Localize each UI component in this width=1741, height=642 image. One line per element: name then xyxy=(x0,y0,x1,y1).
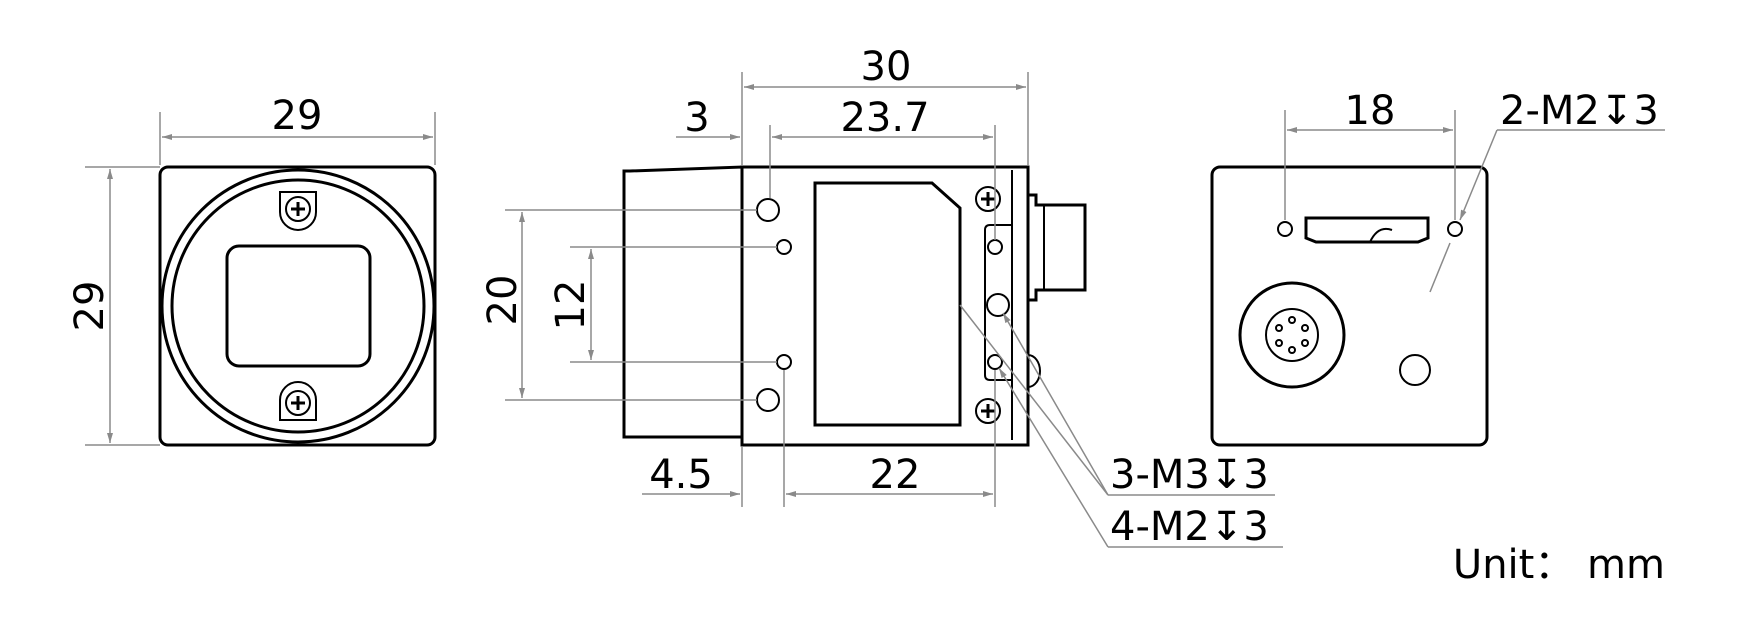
side-m2-callout: 4-M2↧3 xyxy=(1110,504,1269,550)
rear-data-port xyxy=(1304,216,1430,244)
front-view: 29 29 xyxy=(67,93,437,447)
rear-io-connector-outer xyxy=(1238,281,1346,389)
rear-m2-callout: 2-M2↧3 xyxy=(1500,88,1659,134)
side-view: 30 3 23.7 20 12 4.5 22 3-M3↧3 4-M2↧3 xyxy=(480,44,1283,550)
side-hole-span-label: 23.7 xyxy=(840,95,929,141)
side-bottom-offset-label: 4.5 xyxy=(649,452,713,498)
side-bottom-span-label: 22 xyxy=(870,452,921,498)
front-top-screw-icon xyxy=(279,191,317,231)
rear-view: 18 2-M2↧3 xyxy=(1210,88,1665,447)
side-m2-hole-1 xyxy=(776,239,792,255)
front-height-label: 29 xyxy=(67,281,113,332)
side-m2-hole-3 xyxy=(987,239,1003,255)
side-overall-length-label: 30 xyxy=(861,44,912,90)
side-lens-mount xyxy=(622,165,744,439)
rear-hole-span-label: 18 xyxy=(1345,88,1396,134)
front-bottom-screw-icon xyxy=(279,381,317,421)
side-m3-leader xyxy=(1002,312,1109,496)
side-m2-leader xyxy=(998,367,1109,548)
lens-mount-outer-ring xyxy=(160,168,436,444)
side-main-body xyxy=(740,165,1030,447)
rear-m2-leader xyxy=(1459,129,1498,221)
side-m2-hole-4 xyxy=(987,354,1003,370)
side-label-plate xyxy=(813,181,962,427)
side-m3-hole-top xyxy=(756,198,780,222)
side-m3-hole-bottom xyxy=(756,388,780,412)
side-hole-vertical-outer-label: 20 xyxy=(480,275,526,326)
rear-status-led xyxy=(1399,354,1431,386)
side-m3-callout: 3-M3↧3 xyxy=(1110,452,1269,498)
rear-body-outline xyxy=(1210,165,1489,447)
rear-io-connector-pins xyxy=(1275,316,1309,354)
side-top-screw-icon xyxy=(975,186,1001,212)
front-width-label: 29 xyxy=(272,93,323,139)
side-bottom-screw-icon xyxy=(975,398,1001,424)
side-hole-vertical-inner-label: 12 xyxy=(548,280,594,331)
sensor-window xyxy=(225,244,372,368)
lens-mount-inner-ring xyxy=(170,178,426,434)
side-connector xyxy=(1028,193,1087,302)
side-m2-hole-2 xyxy=(776,354,792,370)
rear-io-connector-inner xyxy=(1265,308,1319,362)
side-m3-hole-right xyxy=(986,293,1010,317)
rear-m2-hole-right xyxy=(1447,221,1463,237)
rear-m2-hole-left xyxy=(1277,221,1293,237)
unit-label: Unit： mm xyxy=(1453,542,1665,588)
side-flange-label: 3 xyxy=(684,95,709,141)
